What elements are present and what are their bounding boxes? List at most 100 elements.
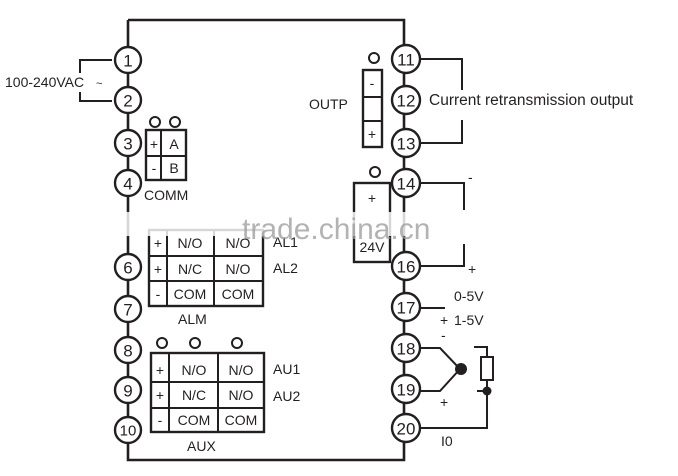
terminal-11: 11 (390, 43, 422, 75)
alm-cell: COM (174, 286, 207, 302)
supply-cell: + (368, 190, 376, 206)
terminal-number: 4 (123, 175, 132, 194)
aux-cell: N/O (229, 387, 254, 403)
terminal-number: 3 (123, 135, 132, 154)
terminal-number: 12 (397, 92, 416, 111)
outp-bracket (420, 58, 463, 144)
terminal-number: 17 (397, 299, 416, 318)
outp-block: - + OUTP Current retransmission output (309, 52, 634, 149)
alm-cell: - (156, 286, 161, 302)
terminal-number: 14 (397, 175, 416, 194)
terminal-number: 6 (123, 259, 132, 278)
terminal-number: 7 (123, 301, 132, 320)
alm-cell: N/C (178, 261, 202, 277)
aux-cell: - (158, 412, 163, 428)
terminal-2: 2 (113, 85, 143, 115)
aux-cell: COM (225, 412, 258, 428)
input-range-1-5v: 1-5V (454, 312, 484, 328)
comm-cell: A (169, 136, 179, 152)
watermark: trade.china.cn (242, 213, 430, 246)
alm-label: ALM (178, 311, 207, 327)
alm-cell: N/O (178, 235, 203, 251)
al2-label: AL2 (273, 260, 298, 276)
outp-cell: - (370, 75, 375, 91)
outp-indicator-icon (368, 52, 380, 64)
terminal-18: 18 (390, 332, 422, 364)
resistor-icon (480, 356, 494, 381)
terminal-number: 18 (397, 340, 416, 359)
supply-cell: 24V (360, 239, 386, 255)
aux-cell: COM (178, 412, 211, 428)
frame-top-wire (128, 18, 406, 58)
outp-description: Current retransmission output (429, 92, 634, 109)
comm-label: COMM (144, 187, 188, 203)
terminal-4: 4 (113, 168, 143, 198)
power-label: 100-240VAC (5, 74, 84, 90)
terminal-14: 14 (390, 167, 422, 199)
comm-block: + A - B COMM (144, 116, 188, 203)
terminal-17: 17 (390, 291, 422, 323)
terminal-9: 9 (113, 375, 143, 405)
terminal-3: 3 (113, 128, 143, 158)
terminal-number: 1 (123, 52, 132, 71)
supply-bracket (420, 182, 465, 267)
alm-cell: COM (222, 286, 255, 302)
terminal-number: 11 (397, 51, 415, 70)
terminal-12: 12 (390, 84, 422, 116)
input-label: I0 (441, 433, 453, 449)
thermocouple-junction-icon (455, 363, 467, 375)
terminal-13: 13 (390, 127, 422, 159)
outp-label: OUTP (309, 96, 348, 112)
alm-cell: N/O (226, 261, 251, 277)
comm-indicator-icon (149, 116, 161, 128)
au1-label: AU1 (273, 361, 300, 377)
terminal-6: 6 (113, 252, 143, 282)
rtd-wires (420, 346, 488, 429)
terminal-number: 13 (397, 135, 416, 154)
terminal-20: 20 (390, 412, 422, 444)
aux-indicator-icon (156, 337, 168, 349)
terminal-10: 10 (113, 415, 143, 445)
terminal-number: 19 (397, 381, 416, 400)
aux-cell: + (156, 362, 164, 378)
comm-cell: + (150, 136, 158, 152)
aux-cell: N/O (182, 362, 207, 378)
supply-indicator-icon (369, 166, 381, 178)
al1-label: AL1 (273, 234, 298, 250)
tc-plus-label: + (440, 394, 448, 410)
input-range-0-5v: 0-5V (454, 288, 484, 304)
frame-bottom-wire (126, 430, 406, 462)
aux-cell: + (156, 387, 164, 403)
aux-block: + N/O N/O + N/C N/O - COM COM AU1 AU2 AU… (149, 337, 300, 454)
input-plus-label: + (440, 312, 448, 328)
comm-cell: B (169, 160, 178, 176)
comm-cell: - (152, 160, 157, 176)
au2-label: AU2 (273, 388, 300, 404)
terminal-number: 10 (120, 423, 137, 440)
terminal-number: 20 (397, 420, 416, 439)
comm-indicator-icon (169, 116, 181, 128)
terminal-number: 16 (397, 258, 416, 277)
ac-symbol: ~ (96, 78, 102, 90)
aux-indicator-icon (189, 337, 201, 349)
terminal-number: 2 (123, 92, 132, 111)
thermocouple-wires (420, 347, 462, 392)
terminal-number: 8 (123, 342, 132, 361)
aux-cell: N/C (182, 387, 206, 403)
alm-cell: N/O (226, 235, 251, 251)
supply-plus-label: + (468, 261, 476, 277)
terminal-19: 19 (390, 373, 422, 405)
aux-label: AUX (187, 438, 216, 454)
outp-table (361, 68, 384, 149)
power-bracket (79, 59, 112, 102)
alm-cell: + (154, 235, 162, 251)
outp-cell: + (368, 126, 376, 142)
aux-indicator-icon (231, 337, 243, 349)
rtd-junction-icon (482, 386, 492, 396)
terminal-16: 16 (390, 250, 422, 282)
aux-cell: N/O (229, 362, 254, 378)
alm-cell: + (154, 261, 162, 277)
terminal-1: 1 (113, 45, 143, 75)
terminal-number: 9 (123, 382, 132, 401)
